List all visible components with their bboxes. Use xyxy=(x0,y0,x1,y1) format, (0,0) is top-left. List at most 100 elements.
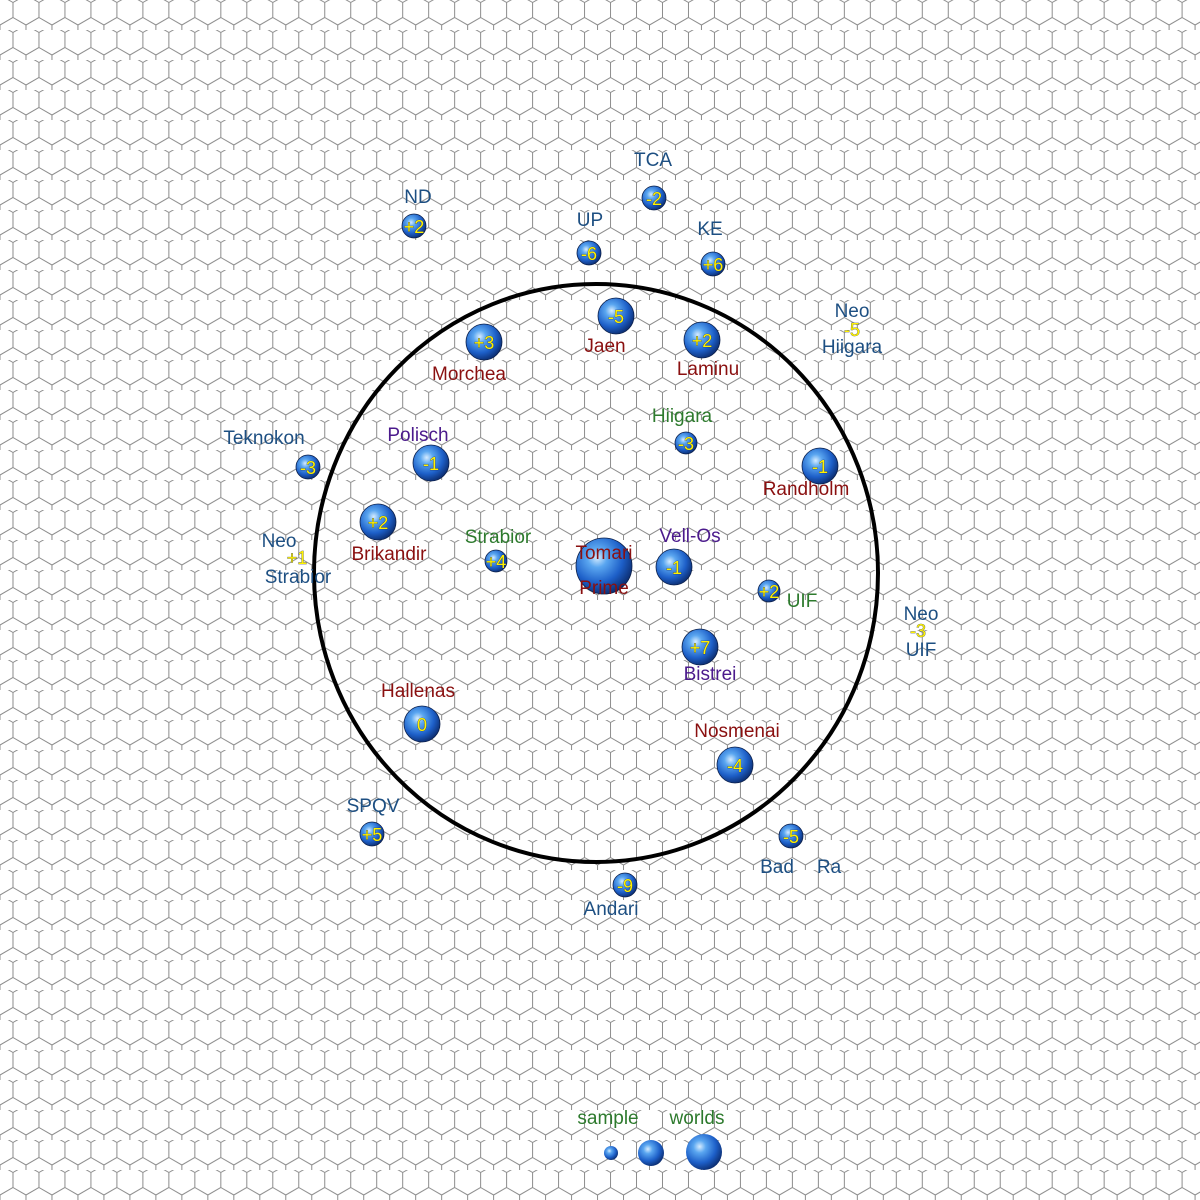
world-brikandir[interactable]: Brikandir +2 xyxy=(352,503,428,565)
world-value: -5 xyxy=(608,307,624,327)
planet-icon[interactable] xyxy=(576,240,602,266)
planet-icon[interactable] xyxy=(359,503,397,541)
planet-icon[interactable] xyxy=(674,431,698,455)
world-up[interactable]: UP -6 xyxy=(576,210,603,266)
world-name: UIF xyxy=(787,591,818,612)
planet-icon[interactable] xyxy=(403,705,441,743)
world-name: Hallenas xyxy=(381,681,455,702)
world-value: -5 xyxy=(844,320,860,340)
world-name: Strabior xyxy=(465,527,532,548)
world-name: Randholm xyxy=(763,479,850,500)
world-name: Andari xyxy=(584,899,639,920)
world-ke[interactable]: KE+6 xyxy=(697,219,726,277)
world-value: +2 xyxy=(404,217,425,237)
world-name: Vell-Os xyxy=(659,526,720,547)
world-name: Morchea xyxy=(432,364,506,385)
world-randholm[interactable]: Randholm-1 xyxy=(763,447,850,500)
world-vell-os[interactable]: Vell-Os -1 xyxy=(655,526,721,586)
planet-icon[interactable] xyxy=(465,323,503,361)
legend-planet-medium xyxy=(638,1140,664,1166)
world-nosmenai[interactable]: Nosmenai -4 xyxy=(694,721,780,784)
territory-ring xyxy=(312,282,880,864)
planet-icon[interactable] xyxy=(401,213,427,239)
world-andari[interactable]: Andari-9 xyxy=(584,872,639,920)
planet-icon[interactable] xyxy=(359,821,385,847)
world-name: TCA xyxy=(634,150,672,171)
world-name: Tomari xyxy=(575,543,632,564)
world-name: Neo xyxy=(904,604,939,625)
world-name-line2: Hiigara xyxy=(822,337,883,358)
world-name: Neo xyxy=(262,531,297,552)
world-teknokon[interactable]: Teknokon -3 xyxy=(223,428,321,480)
world-value: -3 xyxy=(300,458,316,478)
world-tca[interactable]: TCA -2 xyxy=(634,150,672,211)
world-name-line2: UIF xyxy=(906,640,937,661)
planet-icon[interactable] xyxy=(484,549,508,573)
world-name: UP xyxy=(577,210,603,231)
world-name: Bistrei xyxy=(684,664,737,685)
planet-icon[interactable] xyxy=(716,746,754,784)
world-name: Neo xyxy=(835,301,870,322)
world-value: +5 xyxy=(362,825,383,845)
legend-planet-large xyxy=(686,1134,722,1170)
world-polisch[interactable]: Polisch -1 xyxy=(387,425,450,482)
world-value: -1 xyxy=(666,558,682,578)
world-value: -1 xyxy=(812,457,828,477)
planet-icon[interactable] xyxy=(655,548,693,586)
world-value: +4 xyxy=(486,552,507,572)
world-nd[interactable]: ND+2 xyxy=(401,187,432,239)
planet-icon[interactable] xyxy=(757,579,781,603)
world-laminu[interactable]: Laminu+2 xyxy=(677,321,739,380)
world-spqv[interactable]: SPQV +5 xyxy=(347,796,400,847)
world-name: SPQV xyxy=(347,796,400,817)
world-value: +1 xyxy=(287,548,308,568)
world-value: -4 xyxy=(727,756,743,776)
world-name: Hiigara xyxy=(652,406,713,427)
world-jaen[interactable]: Jaen-5 xyxy=(584,297,635,357)
world-uif[interactable]: UIF +2 xyxy=(757,579,818,612)
world-value: -3 xyxy=(678,434,694,454)
world-name: Brikandir xyxy=(352,544,428,565)
world-name: Bad xyxy=(760,857,794,878)
world-value: +2 xyxy=(759,582,780,602)
planet-icon[interactable] xyxy=(641,185,667,211)
world-name: Teknokon xyxy=(223,428,304,449)
world-name-line2: Prime xyxy=(579,578,629,599)
world-morchea[interactable]: Morchea +3 xyxy=(432,323,506,385)
legend-planet-small xyxy=(604,1146,618,1160)
world-value: +3 xyxy=(474,333,495,353)
legend-word-worlds: worlds xyxy=(669,1108,725,1129)
planet-icon[interactable] xyxy=(412,444,450,482)
planet-icon[interactable] xyxy=(597,297,635,335)
world-bistrei[interactable]: Bistrei+7 xyxy=(681,628,737,685)
world-value: -6 xyxy=(581,244,597,264)
world-name: Nosmenai xyxy=(694,721,780,742)
world-value: -1 xyxy=(423,454,439,474)
planet-icon[interactable] xyxy=(683,321,721,359)
planet-icon[interactable] xyxy=(575,537,633,595)
world-value: -2 xyxy=(646,189,662,209)
world-hiigara[interactable]: Hiigara -3 xyxy=(652,406,713,455)
legend-word-sample: sample xyxy=(577,1108,638,1129)
world-strabior[interactable]: Strabior +4 xyxy=(465,527,532,573)
world-value: -5 xyxy=(783,827,799,847)
world-name: Polisch xyxy=(387,425,448,446)
planet-icon[interactable] xyxy=(778,823,804,849)
planet-icon[interactable] xyxy=(612,872,638,898)
world-value: -3 xyxy=(910,621,926,641)
world-value: +2 xyxy=(692,331,713,351)
world-value: +2 xyxy=(368,513,389,533)
planet-icon[interactable] xyxy=(700,251,726,277)
planet-icon[interactable] xyxy=(295,454,321,480)
planet-icon[interactable] xyxy=(681,628,719,666)
planet-icon[interactable] xyxy=(801,447,839,485)
